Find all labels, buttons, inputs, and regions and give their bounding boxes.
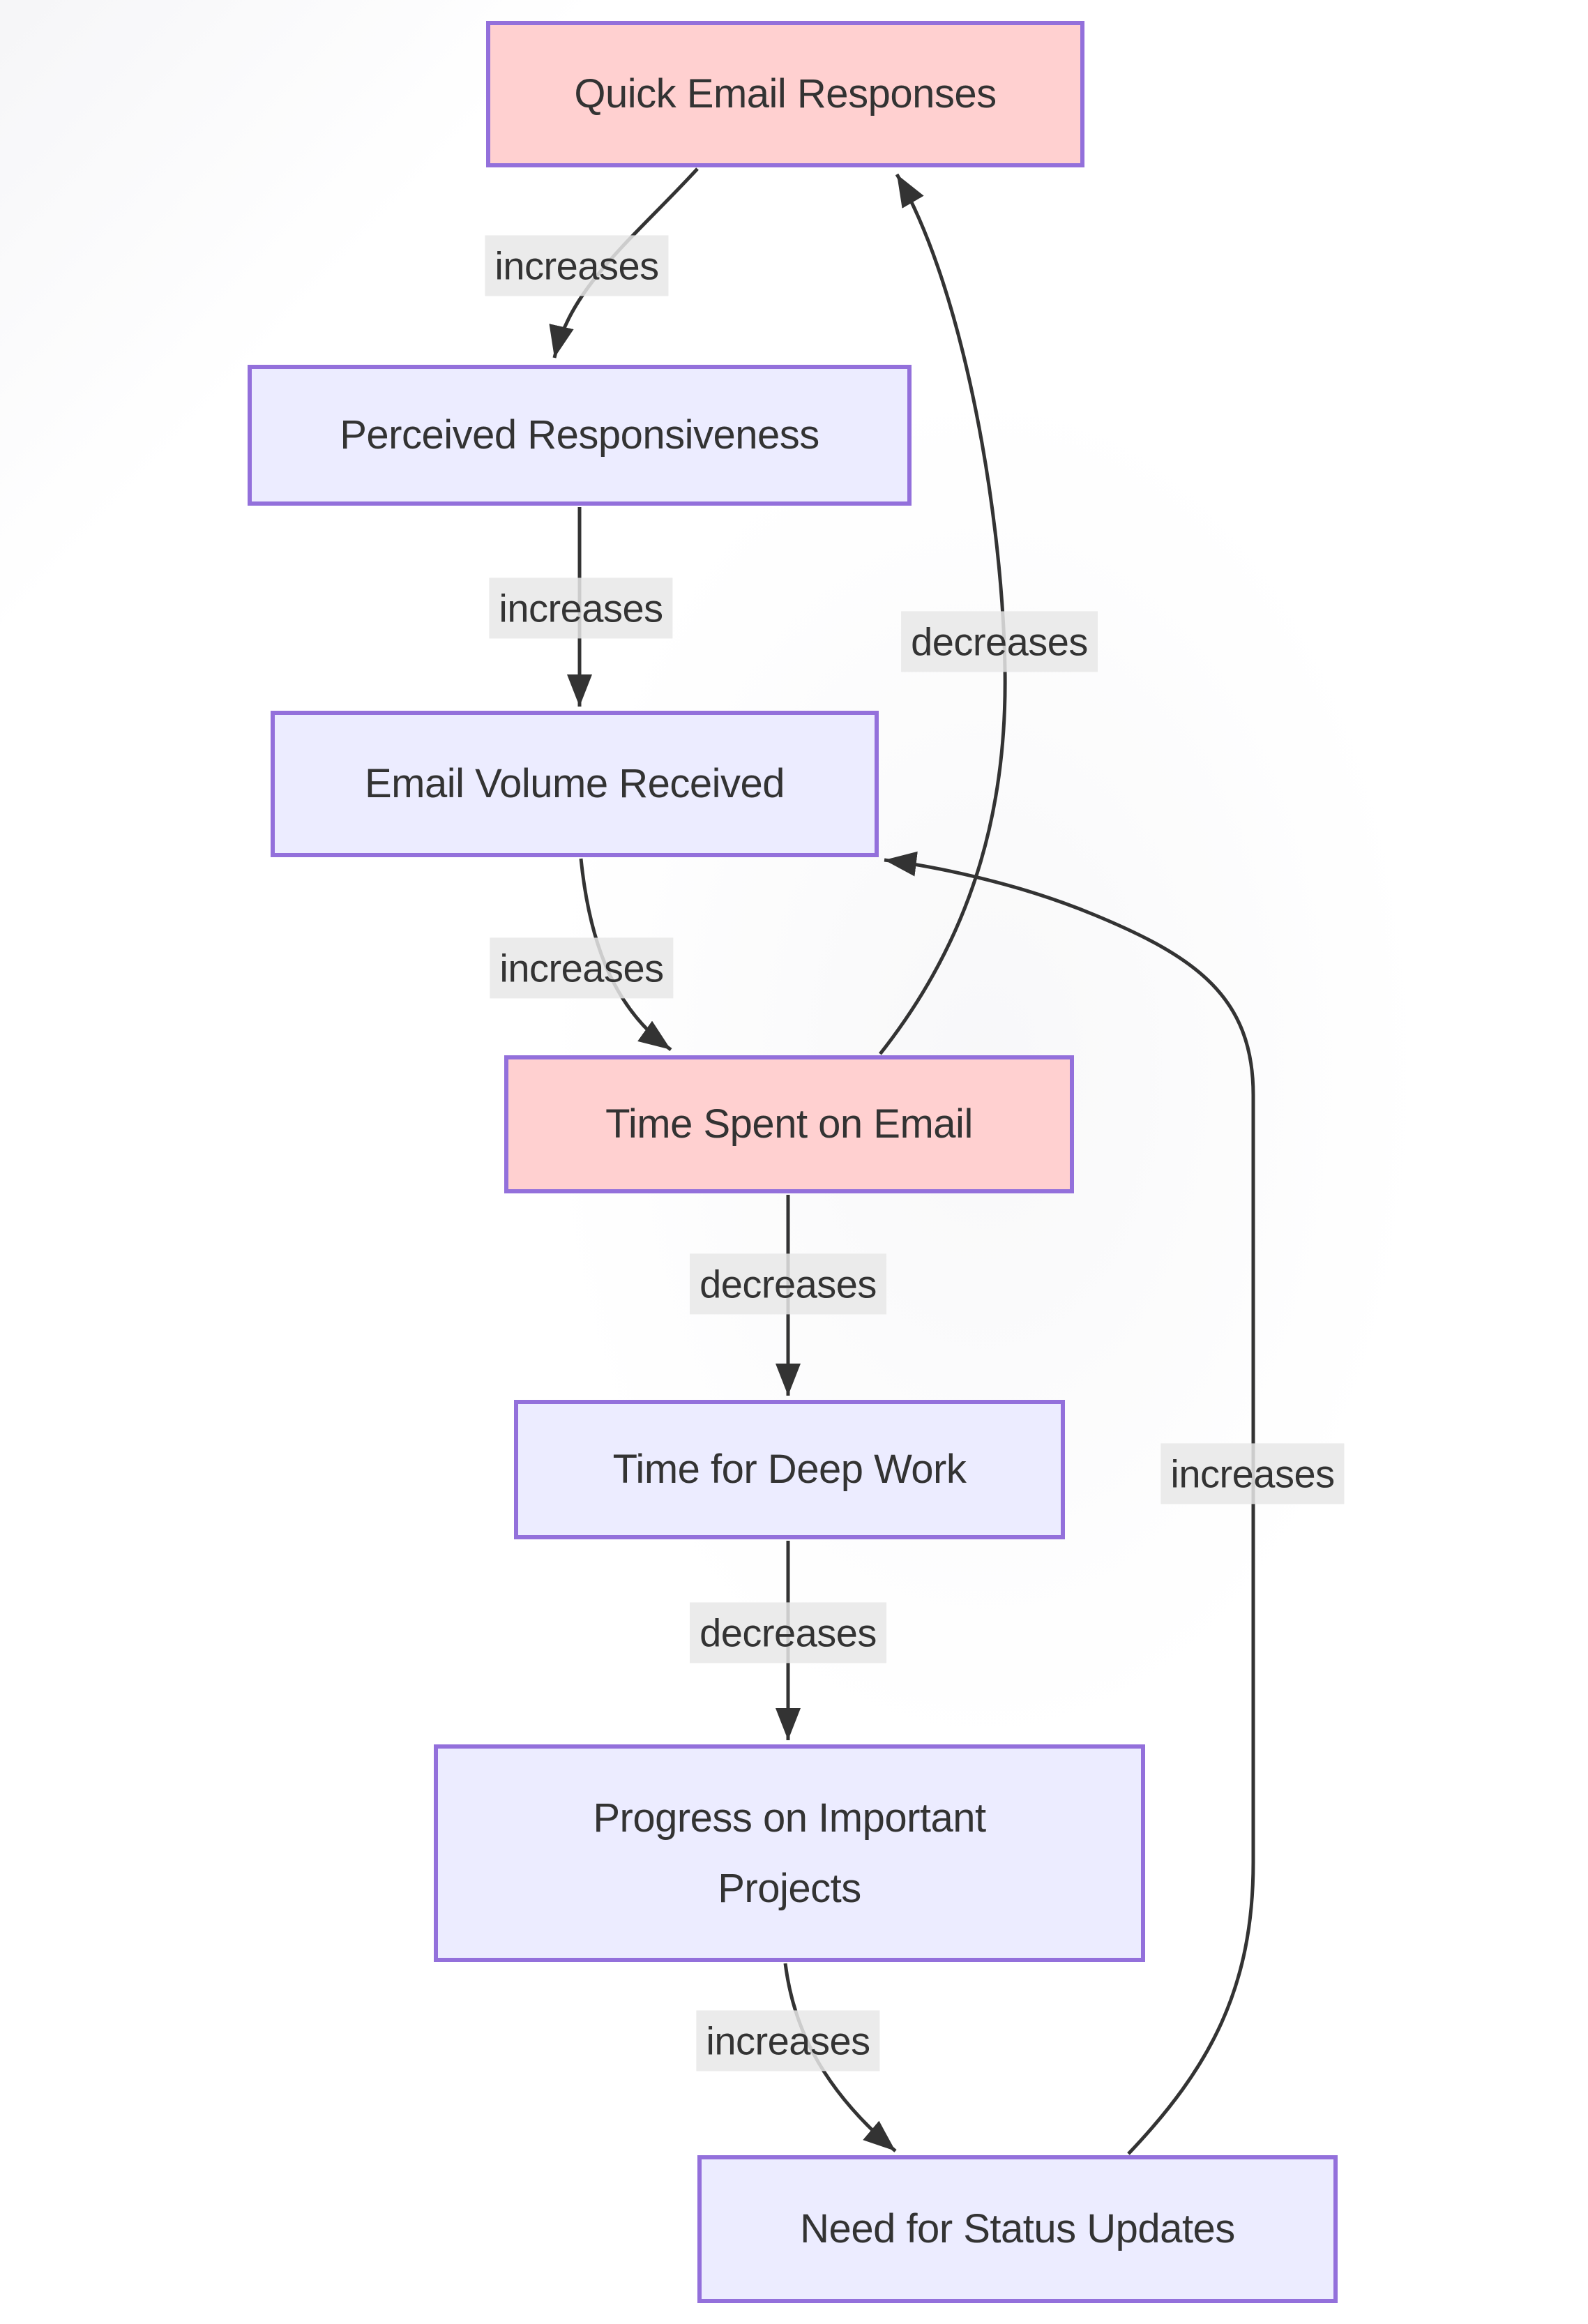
node-quick-email-responses: Quick Email Responses — [486, 21, 1084, 167]
node-time-spent-on-email: Time Spent on Email — [504, 1055, 1074, 1193]
node-label: Email Volume Received — [364, 761, 785, 807]
edge-status-updates-to-email-volume — [884, 851, 1255, 2155]
edge-label-increases-2: increases — [489, 578, 673, 639]
node-label: Time Spent on Email — [605, 1101, 973, 1147]
node-label: Perceived Responsiveness — [340, 412, 819, 458]
node-email-volume-received: Email Volume Received — [271, 711, 879, 857]
edge-label-increases-1: increases — [485, 235, 669, 296]
edge-label-decreases-1: decreases — [690, 1253, 886, 1315]
node-label: Need for Status Updates — [800, 2206, 1235, 2252]
edge-label-increases-4: increases — [696, 2010, 880, 2072]
node-progress-on-important-projects: Progress on Important Projects — [434, 1744, 1145, 1962]
node-label: Progress on Important Projects — [593, 1795, 986, 1912]
node-time-for-deep-work: Time for Deep Work — [514, 1400, 1065, 1539]
node-need-for-status-updates: Need for Status Updates — [697, 2155, 1338, 2303]
node-perceived-responsiveness: Perceived Responsiveness — [248, 365, 912, 506]
edge-label-decreases-3: decreases — [901, 611, 1098, 672]
edge-label-decreases-2: decreases — [690, 1602, 886, 1663]
edge-label-increases-5: increases — [1160, 1443, 1345, 1504]
node-label: Time for Deep Work — [612, 1447, 967, 1493]
node-label: Quick Email Responses — [574, 71, 997, 117]
edge-label-increases-3: increases — [490, 937, 674, 999]
